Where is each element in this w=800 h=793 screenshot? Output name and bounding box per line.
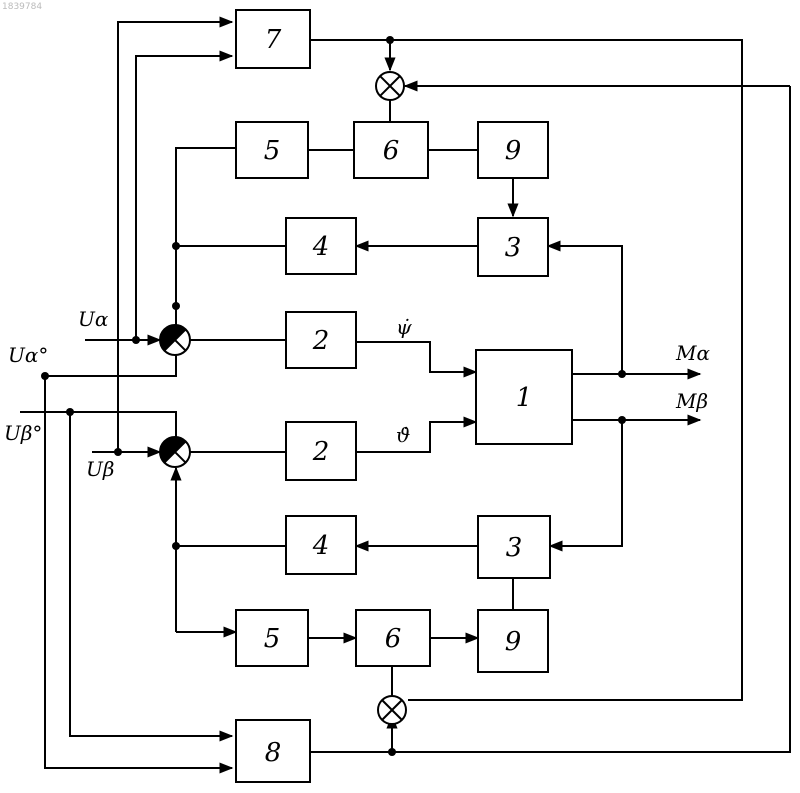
block-1: 1 xyxy=(476,350,572,444)
corner-id-text: 1839784 xyxy=(2,2,42,12)
block-3-top-label: 3 xyxy=(505,233,522,263)
block-7: 7 xyxy=(236,10,310,68)
label-theta-dot: ϑ̇ xyxy=(396,423,410,447)
block-8-label: 8 xyxy=(265,738,282,768)
block-4-top-label: 4 xyxy=(312,232,330,262)
block-1-label: 1 xyxy=(516,383,533,413)
label-psi-dot: ψ̇ xyxy=(396,315,412,339)
block-9-bottom: 9 xyxy=(478,610,548,672)
label-u-alpha: Uα xyxy=(78,307,109,331)
block-6-bottom-label: 6 xyxy=(385,624,402,654)
block-4-bottom-label: 4 xyxy=(312,531,330,561)
block-4-bottom: 4 xyxy=(286,516,356,574)
block-9-top-label: 9 xyxy=(505,136,522,166)
block-3-bottom: 3 xyxy=(478,516,550,578)
label-u-beta: Uβ xyxy=(86,457,114,481)
block-5-bottom: 5 xyxy=(236,610,308,666)
label-m-alpha: Mα xyxy=(675,341,710,365)
block-9-bottom-label: 9 xyxy=(505,627,522,657)
block-2-top: 2 xyxy=(286,312,356,368)
summer-alpha-icon xyxy=(160,325,190,355)
block-8: 8 xyxy=(236,720,310,782)
block-5-bottom-label: 5 xyxy=(264,624,281,654)
block-3-bottom-label: 3 xyxy=(506,533,523,563)
summer-top-icon xyxy=(376,72,404,100)
label-u-beta0: Uβ° xyxy=(4,421,42,445)
block-7-label: 7 xyxy=(265,25,282,55)
block-2-bottom-label: 2 xyxy=(312,437,330,467)
block-6-top-label: 6 xyxy=(383,136,400,166)
block-4-top: 4 xyxy=(286,218,356,274)
block-6-bottom: 6 xyxy=(356,610,430,666)
label-m-beta: Mβ xyxy=(675,389,708,413)
block-6-top: 6 xyxy=(354,122,428,178)
block-5-top-label: 5 xyxy=(264,136,281,166)
label-u-alpha0: Uα° xyxy=(8,343,48,367)
summer-bottom-icon xyxy=(378,696,406,724)
block-5-top: 5 xyxy=(236,122,308,178)
block-3-top: 3 xyxy=(478,218,548,276)
block-9-top: 9 xyxy=(478,122,548,178)
summer-beta-icon xyxy=(160,437,190,467)
block-2-bottom: 2 xyxy=(286,422,356,480)
block-2-top-label: 2 xyxy=(312,326,330,356)
